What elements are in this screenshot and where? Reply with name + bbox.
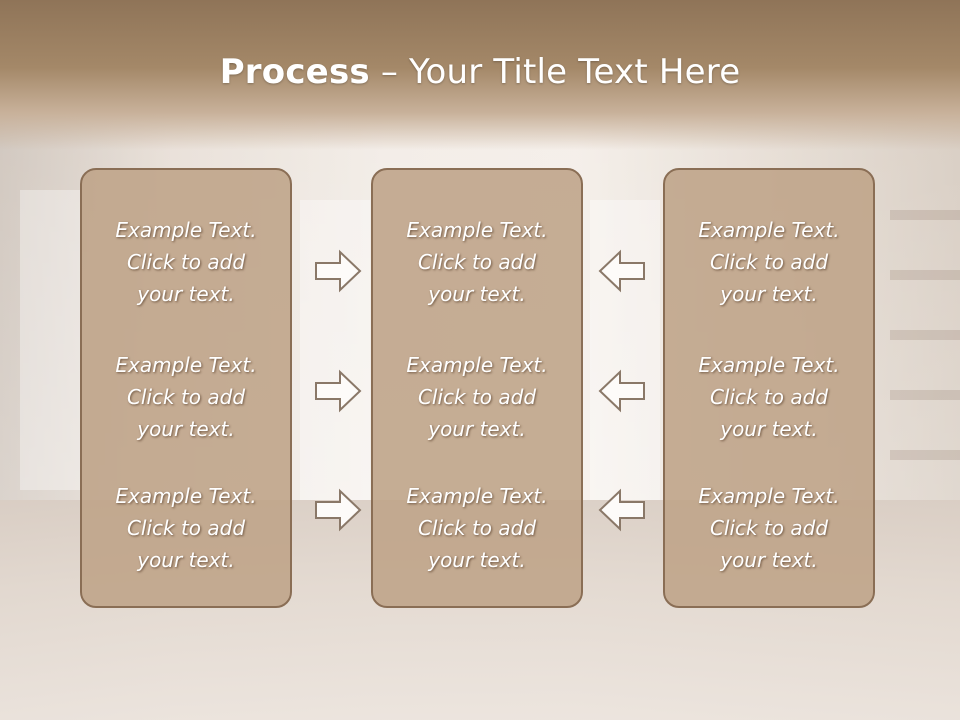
panel-text[interactable]: Example Text. Click to add your text. — [406, 353, 548, 441]
panel-text[interactable]: Example Text. Click to add your text. — [698, 353, 840, 441]
stair-step — [890, 390, 960, 400]
left-arrow-icon — [598, 369, 645, 413]
title-rest: – Your Title Text Here — [369, 52, 741, 92]
door-frame — [590, 200, 660, 500]
door-frame — [300, 200, 370, 500]
panel-text[interactable]: Example Text. Click to add your text. — [406, 218, 548, 306]
stair-step — [890, 270, 960, 280]
panel-text[interactable]: Example Text. Click to add your text. — [115, 218, 257, 306]
panel-text[interactable]: Example Text. Click to add your text. — [406, 484, 548, 572]
process-panel-left[interactable]: Example Text. Click to add your text. Ex… — [80, 168, 292, 608]
stair-step — [890, 330, 960, 340]
panel-text[interactable]: Example Text. Click to add your text. — [698, 218, 840, 306]
title-bar — [0, 0, 960, 150]
panel-text[interactable]: Example Text. Click to add your text. — [698, 484, 840, 572]
process-panel-center[interactable]: Example Text. Click to add your text. Ex… — [371, 168, 583, 608]
right-arrow-icon — [315, 369, 362, 413]
wall-panel — [20, 190, 80, 490]
stair-step — [890, 450, 960, 460]
right-arrow-icon — [315, 488, 362, 532]
stair-step — [890, 210, 960, 220]
slide-title[interactable]: Process – Your Title Text Here — [0, 52, 960, 92]
panel-text[interactable]: Example Text. Click to add your text. — [115, 353, 257, 441]
right-arrow-icon — [315, 249, 362, 293]
left-arrow-icon — [598, 249, 645, 293]
process-panel-right[interactable]: Example Text. Click to add your text. Ex… — [663, 168, 875, 608]
title-bold: Process — [219, 52, 370, 92]
panel-text[interactable]: Example Text. Click to add your text. — [115, 484, 257, 572]
left-arrow-icon — [598, 488, 645, 532]
